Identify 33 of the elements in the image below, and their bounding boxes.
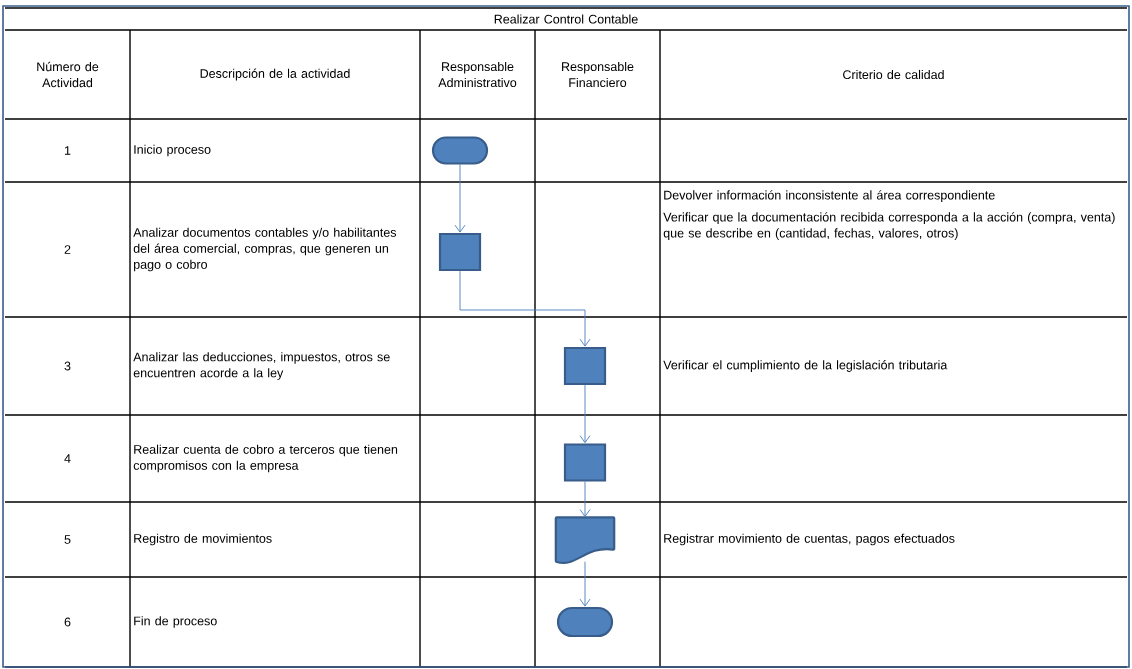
arrow: [579, 384, 591, 444]
activity-description: Registro de movimientos: [134, 533, 272, 546]
column-header: Criterio de calidad: [843, 69, 944, 80]
row-number: 3: [64, 361, 71, 371]
terminal-shape: [556, 606, 614, 638]
document-shape: [554, 516, 616, 564]
column-header: Descripción de la actividad: [200, 68, 350, 81]
row-number: 6: [64, 617, 71, 627]
process-box: [563, 443, 607, 482]
row-number: 2: [64, 245, 71, 254]
row-number: 1: [65, 146, 71, 155]
quality-criterion: Verificar que la documentación recibida corresponda a la acción (compra, venta) que se describe en (cantidad, fechas, valores, otros): [663, 212, 1115, 240]
activity-description: Realizar cuenta de cobro a terceros que tienen compromisos con la empresa: [133, 444, 398, 473]
column-header: Responsable Administrativo: [438, 61, 517, 88]
arrow: [454, 164, 466, 233]
process-box: [438, 232, 482, 272]
quality-criterion: Verificar el cumplimiento de la legislación tributaria: [663, 360, 948, 372]
activity-description: Analizar documentos contables y/o habilitantes del área comercial, compras, que generen un pago o cobro: [133, 227, 397, 272]
activity-description: Fin de proceso: [134, 616, 217, 628]
arrow: [579, 561, 591, 607]
arrow: [459, 270, 591, 347]
quality-criterion: Registrar movimiento de cuentas, pagos efectuados: [664, 533, 955, 546]
arrow: [579, 481, 591, 517]
column-header: Responsable Financiero: [562, 61, 634, 88]
process-box: [563, 346, 607, 386]
terminal-shape: [431, 136, 489, 165]
row-number: 5: [64, 535, 71, 544]
quality-criterion: Devolver información inconsistente al área correspondiente: [664, 190, 995, 202]
activity-description: Analizar las deducciones, impuestos, otros se encuentren acorde a la ley: [133, 352, 390, 380]
row-number: 4: [64, 454, 71, 463]
activity-description: Inicio proceso: [134, 144, 211, 157]
column-header: Número de Actividad: [37, 61, 99, 88]
table-title: Realizar Control Contable: [494, 14, 638, 24]
